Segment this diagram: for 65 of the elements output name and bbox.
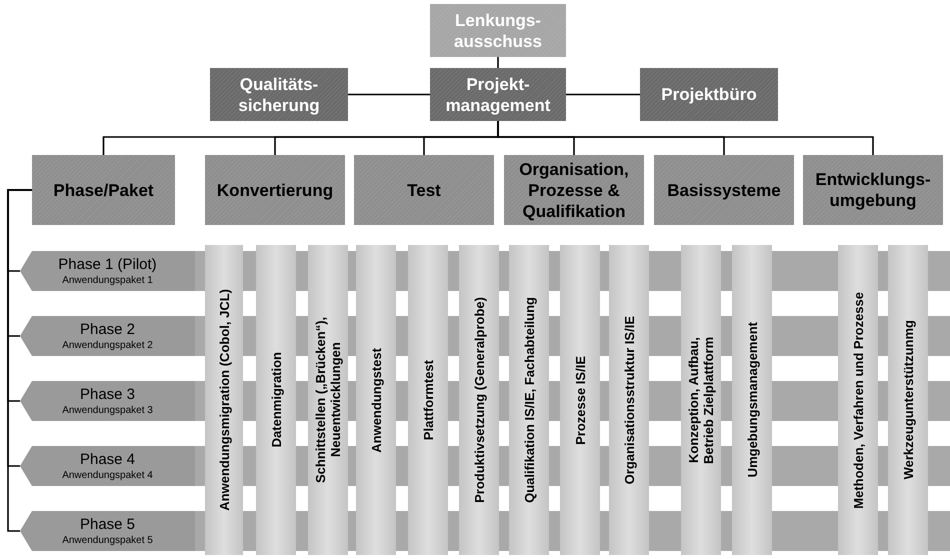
column-bar [459, 245, 499, 555]
column-label: Umgebungsmanagement [744, 322, 760, 478]
column-bar [732, 245, 772, 555]
phase-tag [20, 316, 195, 356]
column-label: Plattformtest [420, 360, 436, 440]
box-label: Phase/Paket [53, 180, 154, 200]
phase-tag [20, 511, 195, 551]
column-bar [560, 245, 600, 555]
column-label: Anwendungstest [368, 348, 384, 452]
box-label: Projektbüro [661, 84, 757, 105]
box-label: Test [407, 180, 441, 200]
phase-label: Phase 3 [80, 386, 136, 404]
column-label: Prozesse IS/IE [572, 356, 588, 444]
connector-line [497, 57, 499, 68]
column-label: Qualifikation IS/IE, Fachabteilung [522, 297, 536, 503]
package-label: Anwendungspaket 1 [62, 274, 153, 286]
area-header-box [803, 155, 943, 225]
org-box [210, 68, 348, 121]
area-header-box [654, 155, 794, 225]
box-label: Lenkungs- ausschuss [453, 10, 543, 52]
column-label: Konzeption, Aufbau, Betrieb Zielplattform [686, 335, 716, 466]
package-label: Anwendungspaket 3 [62, 404, 153, 416]
phase-label: Phase 5 [80, 516, 136, 534]
column-label: Datenmigration [268, 352, 284, 448]
box-label: Organisation, Prozesse & Qualifikation [518, 158, 630, 222]
phase-label: Phase 2 [80, 320, 136, 338]
column-label: Anwendungsmigration (Cobol, JCL) [216, 289, 232, 511]
column-bar [308, 245, 348, 555]
area-header-box [504, 155, 644, 225]
phase-label: Phase 4 [80, 450, 136, 468]
area-header-box [205, 155, 345, 225]
box-label: Basissysteme [667, 180, 781, 200]
org-box [430, 68, 566, 121]
column-bar [205, 245, 243, 555]
area-header-box [354, 155, 494, 225]
org-box [640, 68, 778, 121]
column-bar [509, 245, 549, 555]
phase-tag [20, 251, 195, 291]
phase-tag [20, 446, 195, 486]
column-bar [888, 245, 928, 555]
column-bar [356, 245, 396, 555]
column-bar [838, 245, 878, 555]
package-label: Anwendungspaket 4 [62, 468, 153, 482]
area-header-box [32, 155, 175, 225]
box-label: Entwicklungs- umgebung [814, 169, 932, 211]
package-label: Anwendungspaket 5 [62, 534, 153, 546]
phase-label: Phase 1 (Pilot) [58, 256, 157, 274]
column-label: Produktivsetzung (Generalprobe) [472, 297, 486, 503]
column-bar [408, 245, 448, 555]
column-bar [256, 245, 296, 555]
column-label: Werkzeugunterstützunmg [900, 320, 916, 480]
column-label: Schnittstellen („Brücken“), Neuentwicklungen [313, 316, 343, 486]
connector-line [566, 94, 640, 96]
connector-line [348, 94, 430, 96]
column-label: Organisationsstruktur IS/IE [622, 316, 636, 484]
connector-line [7, 189, 32, 532]
box-label: Qualitäts- sicherung [237, 74, 321, 116]
box-label: Konvertierung [216, 180, 334, 200]
column-bar [609, 245, 649, 555]
package-label: Anwendungspaket 2 [62, 338, 153, 352]
phase-tag [20, 381, 195, 421]
committee-box [430, 4, 566, 57]
box-label: Projekt- management [444, 74, 552, 116]
column-label: Methoden, Verfahren und Prozesse [850, 292, 866, 508]
column-bar [681, 245, 721, 555]
